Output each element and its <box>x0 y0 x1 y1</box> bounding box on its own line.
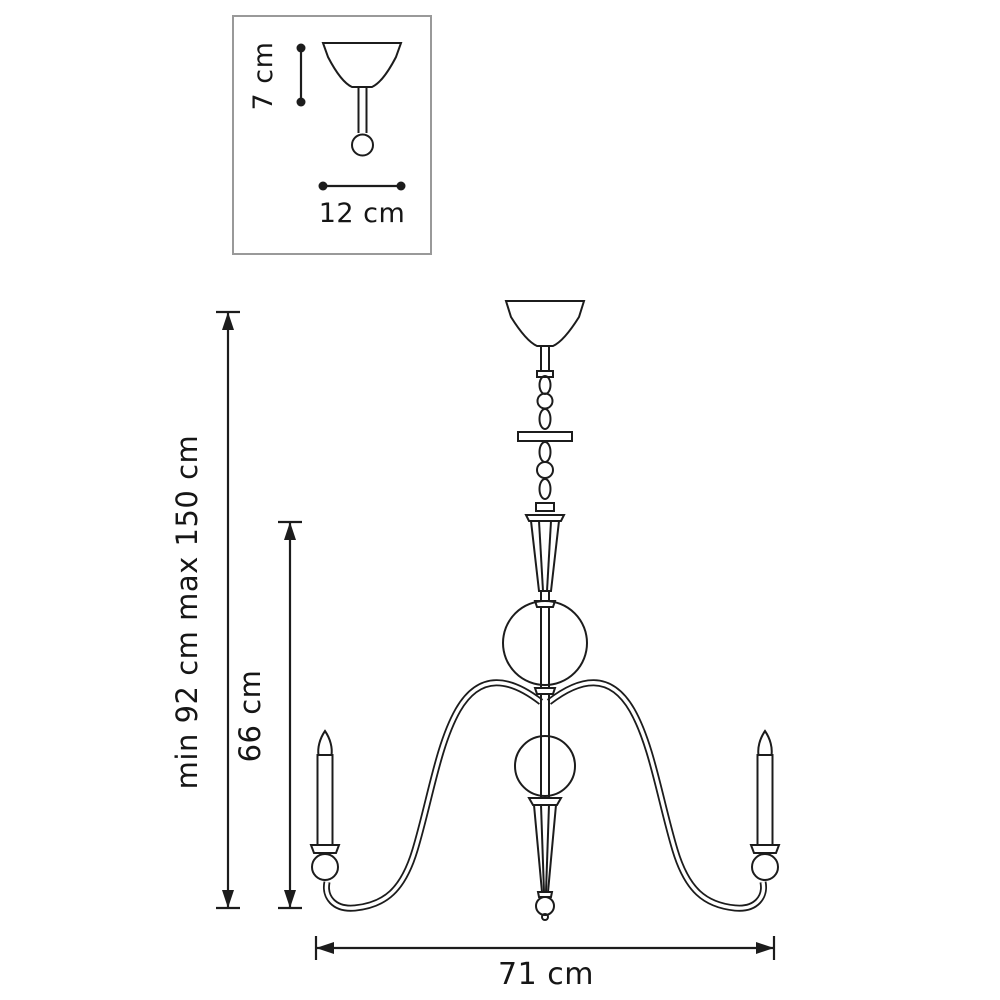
inset-height-dimension <box>296 43 306 107</box>
left-candle <box>309 729 341 881</box>
right-arm <box>546 679 768 912</box>
inset-width-dimension <box>318 181 406 191</box>
inset-height-label: 7 cm <box>248 42 279 111</box>
chandelier-arms <box>322 679 768 912</box>
candles <box>309 729 781 881</box>
inset-bulb <box>351 133 374 157</box>
body-height-dimension <box>278 520 302 910</box>
body-height-label: 66 cm <box>233 670 267 763</box>
overall-height-dimension <box>216 310 240 910</box>
inset-border <box>232 15 432 255</box>
bottom-finial <box>527 797 563 921</box>
canopy <box>504 300 586 347</box>
inset-width-label: 12 cm <box>319 198 406 229</box>
dimension-lines <box>216 310 776 960</box>
left-arm <box>322 679 544 912</box>
small-glass-sphere <box>514 735 576 797</box>
chain <box>517 375 573 512</box>
height-adjuster-disc <box>517 431 573 442</box>
chandelier-central-column <box>502 300 588 921</box>
overall-height-label: min 92 cm max 150 cm <box>170 435 204 790</box>
right-candle <box>749 729 781 881</box>
inset-canopy-drawing <box>321 42 403 157</box>
upper-urn <box>524 514 566 608</box>
width-label: 71 cm <box>498 957 594 992</box>
width-dimension <box>314 936 776 960</box>
ceiling-mount-inset <box>232 15 432 255</box>
large-glass-sphere <box>502 600 588 686</box>
